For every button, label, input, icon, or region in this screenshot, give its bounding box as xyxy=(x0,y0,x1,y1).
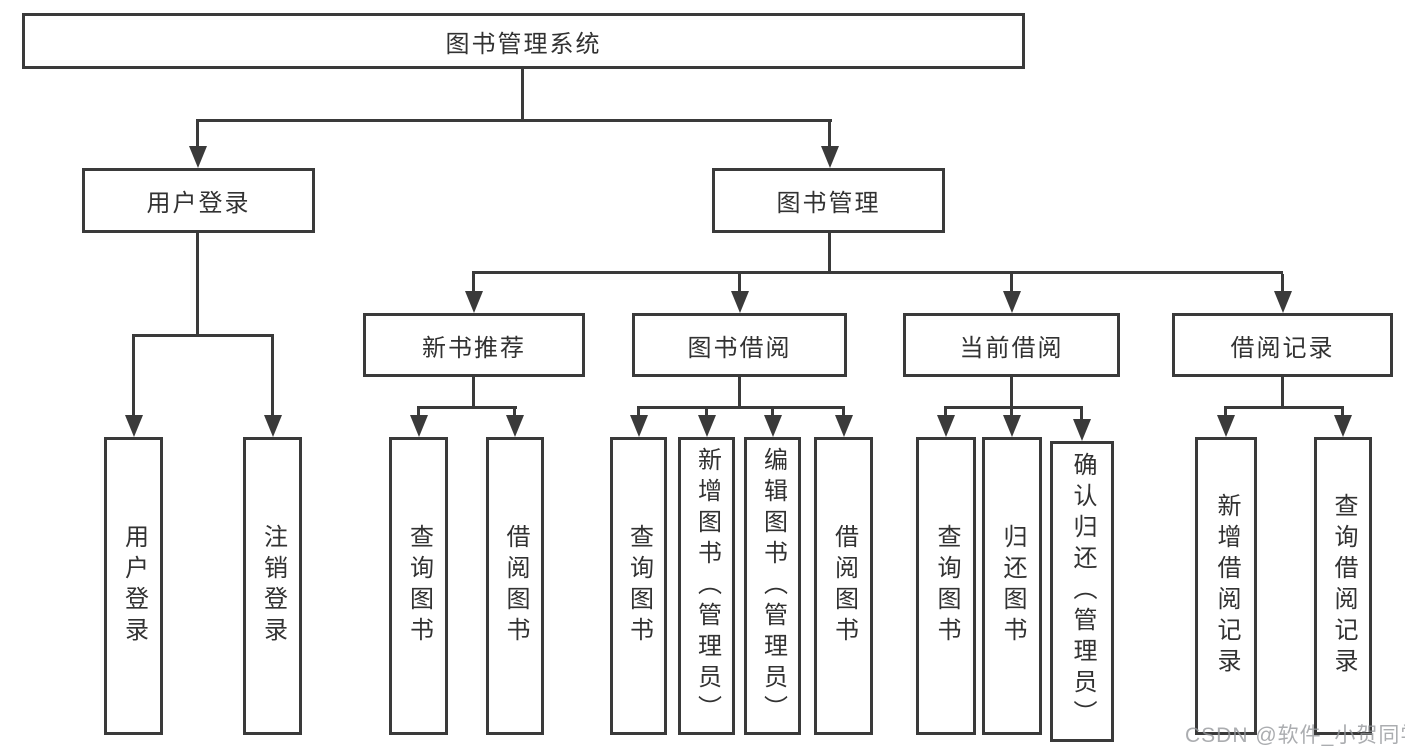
node-library-management-system: 图书管理系统 xyxy=(22,13,1025,69)
connector-line xyxy=(513,409,516,417)
connector-line xyxy=(196,233,199,336)
leaf-edit-books-admin: 编辑图书（管理员） xyxy=(744,437,801,735)
connector-line xyxy=(196,119,832,122)
node-book-management: 图书管理 xyxy=(712,168,945,233)
leaf-confirm-return-admin: 确认归还（管理员） xyxy=(1050,441,1114,742)
connector-line xyxy=(472,274,475,293)
node-label: 图书管理 xyxy=(776,190,881,217)
node-label: 用户登录 xyxy=(120,524,148,648)
leaf-query-books-current: 查询图书 xyxy=(916,437,976,735)
connector-line xyxy=(1080,409,1083,421)
arrowhead-down-icon xyxy=(821,146,839,168)
arrowhead-down-icon xyxy=(937,415,955,437)
connector-line xyxy=(771,409,774,417)
node-label: 编辑图书（管理员） xyxy=(759,446,787,726)
connector-line xyxy=(1341,409,1344,417)
connector-line xyxy=(637,406,845,409)
leaf-borrow-books-borrowing: 借阅图书 xyxy=(814,437,873,735)
connector-line xyxy=(472,271,1283,274)
connector-line xyxy=(637,409,640,417)
node-label: 当前借阅 xyxy=(959,334,1064,362)
arrowhead-down-icon xyxy=(189,146,207,168)
connector-line xyxy=(1010,274,1013,293)
arrowhead-down-icon xyxy=(698,415,716,437)
node-label: 查询图书 xyxy=(933,524,960,648)
node-label: 查询图书 xyxy=(405,524,433,648)
arrowhead-down-icon xyxy=(410,415,428,437)
node-label: 查询图书 xyxy=(625,524,653,648)
node-label: 新增借阅记录 xyxy=(1213,493,1240,679)
arrowhead-down-icon xyxy=(630,415,648,437)
connector-line xyxy=(705,409,708,417)
node-label: 归还图书 xyxy=(999,524,1026,648)
node-label: 借阅图书 xyxy=(502,524,529,648)
connector-line xyxy=(944,406,1083,409)
node-label: 注销登录 xyxy=(259,524,287,648)
arrowhead-down-icon xyxy=(1217,415,1235,437)
node-label: 确认归还（管理员） xyxy=(1069,452,1096,731)
connector-line xyxy=(1224,409,1227,417)
arrowhead-down-icon xyxy=(1003,415,1021,437)
connector-line xyxy=(417,406,517,409)
connector-line xyxy=(472,377,475,408)
node-user-login-branch: 用户登录 xyxy=(82,168,315,233)
connector-line xyxy=(1281,377,1284,408)
connector-line xyxy=(1281,274,1284,293)
connector-line xyxy=(271,337,274,417)
connector-line xyxy=(828,233,831,273)
connector-line xyxy=(132,337,135,417)
node-label: 查询借阅记录 xyxy=(1330,493,1357,679)
leaf-query-books-borrowing: 查询图书 xyxy=(610,437,667,735)
node-label: 借阅记录 xyxy=(1230,334,1335,362)
leaf-borrow-books-recommend: 借阅图书 xyxy=(486,437,544,735)
connector-line xyxy=(196,122,199,149)
arrowhead-down-icon xyxy=(835,415,853,437)
connector-line xyxy=(828,122,831,149)
arrowhead-down-icon xyxy=(465,291,483,313)
connector-line xyxy=(738,377,741,408)
node-label: 用户登录 xyxy=(146,190,251,217)
connector-line xyxy=(1010,377,1013,408)
arrowhead-down-icon xyxy=(764,415,782,437)
arrowhead-down-icon xyxy=(1003,291,1021,313)
node-borrowing-records: 借阅记录 xyxy=(1172,313,1393,377)
connector-line xyxy=(738,274,741,293)
connector-line xyxy=(417,409,420,417)
connector-line xyxy=(1224,406,1344,409)
node-label: 新书推荐 xyxy=(422,334,526,362)
arrowhead-down-icon xyxy=(506,415,524,437)
node-book-borrowing: 图书借阅 xyxy=(632,313,847,377)
connector-line xyxy=(521,69,524,121)
arrowhead-down-icon xyxy=(1073,419,1091,441)
node-current-borrowing: 当前借阅 xyxy=(903,313,1120,377)
node-label: 图书借阅 xyxy=(687,334,792,362)
node-new-book-recommendation: 新书推荐 xyxy=(363,313,585,377)
node-label: 新增图书（管理员） xyxy=(693,446,721,726)
leaf-return-books: 归还图书 xyxy=(982,437,1042,735)
connector-line xyxy=(944,409,947,417)
connector-line xyxy=(132,334,274,337)
arrowhead-down-icon xyxy=(125,415,143,437)
leaf-user-login: 用户登录 xyxy=(104,437,163,735)
connector-line xyxy=(842,409,845,417)
leaf-query-borrow-record: 查询借阅记录 xyxy=(1314,437,1372,735)
leaf-add-books-admin: 新增图书（管理员） xyxy=(678,437,735,735)
arrowhead-down-icon xyxy=(264,415,282,437)
csdn-watermark: CSDN @软件_小贺同学 xyxy=(1185,724,1405,747)
arrowhead-down-icon xyxy=(731,291,749,313)
connector-line xyxy=(1010,409,1013,417)
node-label: 借阅图书 xyxy=(830,524,858,648)
node-label: 图书管理系统 xyxy=(445,30,602,58)
arrowhead-down-icon xyxy=(1334,415,1352,437)
leaf-logout: 注销登录 xyxy=(243,437,302,735)
arrowhead-down-icon xyxy=(1274,291,1292,313)
leaf-add-borrow-record: 新增借阅记录 xyxy=(1195,437,1257,735)
leaf-query-books-recommend: 查询图书 xyxy=(389,437,448,735)
